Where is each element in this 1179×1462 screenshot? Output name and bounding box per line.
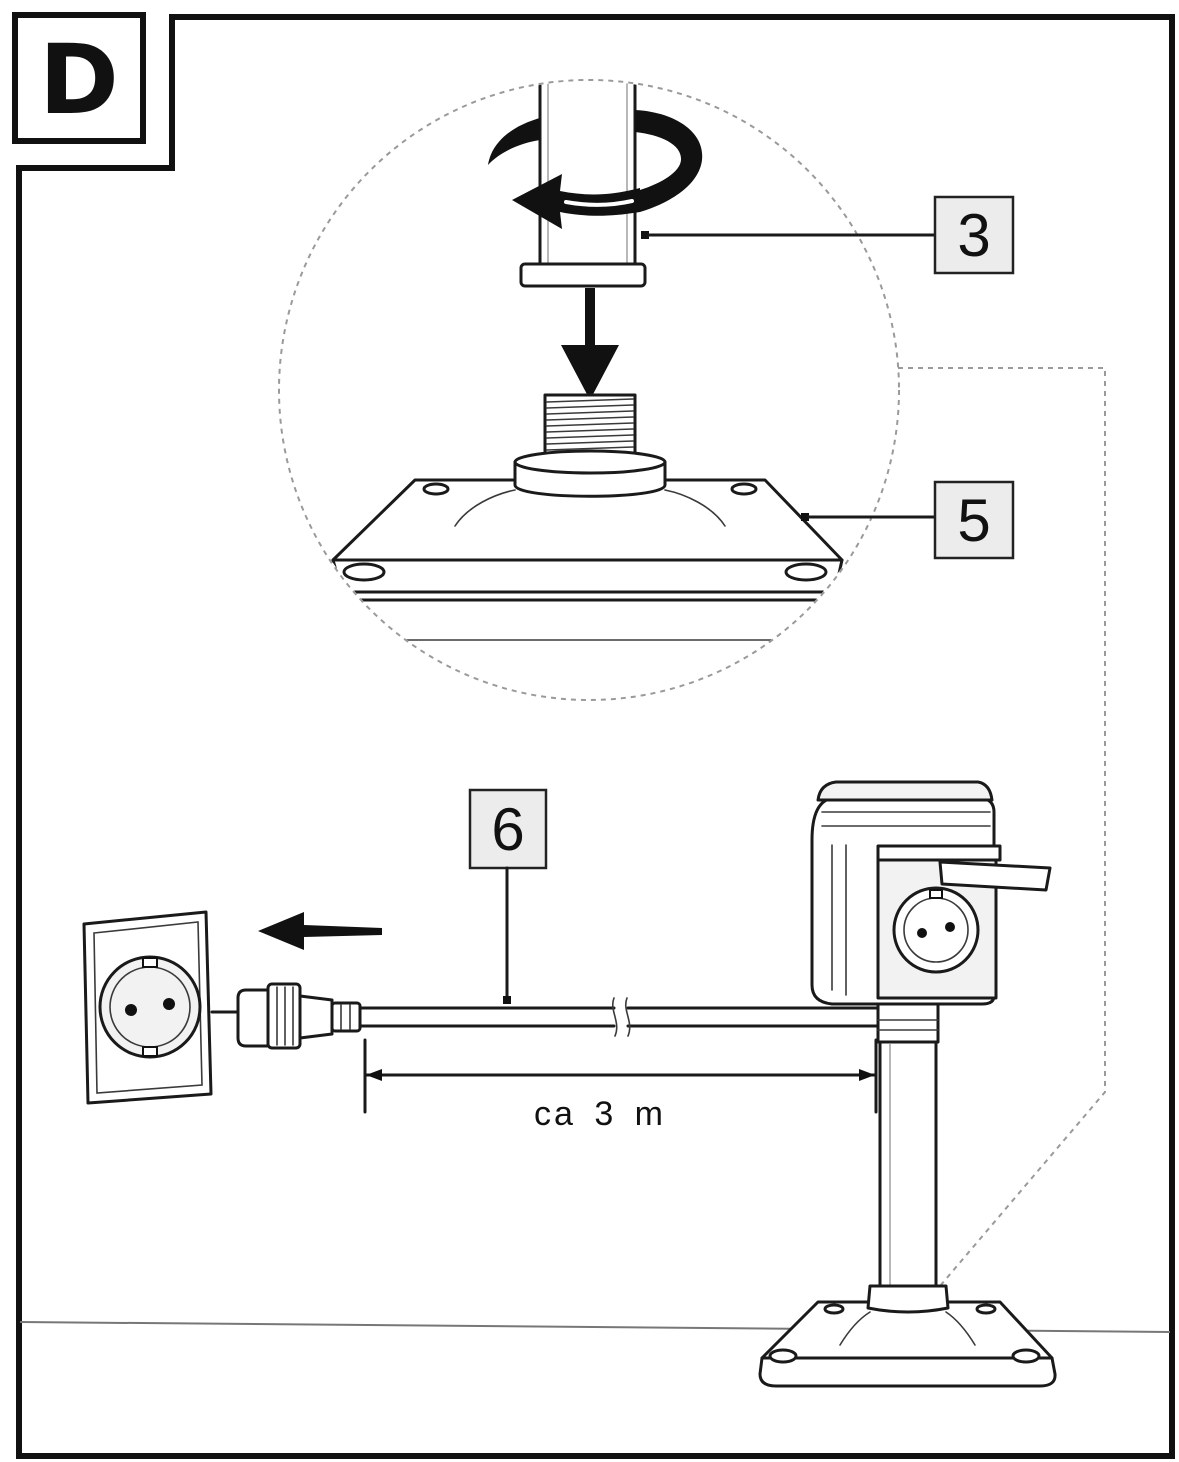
wall-socket-outlet (98, 955, 202, 1059)
callout-5-anchor (801, 513, 809, 521)
wall-socket-earth-clip-bottom (142, 1046, 158, 1057)
socket-box-hole-left (917, 928, 927, 938)
dimension-arrowhead-right (859, 1069, 875, 1081)
callout-3-label: 3 (957, 202, 990, 269)
post-base-slab (758, 1356, 1057, 1388)
rotate-arrow-icon (488, 110, 703, 229)
detail-pole (538, 81, 637, 268)
wall-socket-hole-left (125, 1004, 137, 1016)
plug-face (236, 988, 270, 1048)
wall-socket (82, 910, 213, 1105)
plug-strain-relief (330, 1001, 362, 1033)
down-arrow-icon (561, 288, 619, 400)
callout-6: 6 (468, 788, 548, 1004)
post-fitting-rings (877, 1019, 939, 1031)
detail-connector-dashed-line (898, 367, 1106, 1287)
post-base-hole-4 (975, 1303, 997, 1315)
rotate-arrow-back-right (635, 110, 703, 212)
post-base-collar (866, 1284, 950, 1314)
callout-5: 5 (801, 480, 1015, 560)
pole-collar (519, 262, 647, 288)
callout-3: 3 (641, 195, 1015, 275)
dimension-arrowhead-left (366, 1069, 382, 1081)
detail-magnifier-circle (278, 79, 900, 701)
rotate-arrow-front (512, 174, 640, 229)
panel-box-border (12, 12, 146, 144)
callout-6-label: 6 (491, 796, 524, 863)
post-base (758, 1284, 1057, 1388)
detail-base-ring-top (513, 449, 667, 475)
post-base-curve-right (945, 1311, 976, 1346)
post-base-curve-left (839, 1311, 871, 1346)
panel-label-box: D (12, 12, 146, 144)
plug-grip (266, 982, 302, 1050)
callout-3-anchor (641, 231, 649, 239)
length-dimension: ca 3 m (363, 1038, 878, 1133)
socket-box-lid (816, 780, 994, 802)
detail-base-curve-right (664, 489, 726, 527)
post-tube (878, 1038, 938, 1294)
post-base-hole-2 (1011, 1348, 1041, 1364)
wall-socket-earth-clip-top (142, 957, 158, 968)
socket-box-side-ribs (831, 844, 847, 996)
plug-strain-relief-ribs (340, 1004, 351, 1030)
plug-body (298, 994, 334, 1040)
threads (546, 398, 634, 457)
callout-5-label: 5 (957, 487, 990, 554)
panel-label: D (39, 24, 119, 136)
cable-break-mark (612, 997, 631, 1037)
detail-base (298, 449, 882, 641)
socket-box-lid-ridges (821, 811, 991, 827)
rotate-arrow-back-left (488, 118, 540, 165)
detail-base-curve-left (454, 489, 516, 527)
detail-mount-hole-2 (730, 482, 758, 496)
cable-segment-left (358, 1006, 616, 1028)
detail-mount-hole-4 (784, 562, 828, 582)
detail-mount-hole-3 (342, 562, 386, 582)
post-top-fitting (876, 1000, 940, 1044)
detail-base-front-slab (331, 558, 844, 594)
post-base-hole-1 (768, 1348, 798, 1364)
callout-5-box (933, 480, 1015, 560)
socket-box-earth-clip (929, 889, 943, 899)
rotate-arrow-highlight (564, 199, 634, 207)
left-arrow-icon (258, 912, 382, 950)
socket-box-flap-open (938, 860, 1052, 892)
post-base-hole-3 (823, 1303, 845, 1315)
callout-3-box (933, 195, 1015, 275)
socket-post (876, 1000, 940, 1294)
dimension-label: ca 3 m (534, 1095, 666, 1133)
threaded-stub (543, 393, 637, 462)
wall-socket-hole-right (163, 998, 175, 1010)
callout-6-box (468, 788, 548, 870)
socket-box-hinge (876, 844, 1002, 862)
callout-6-anchor (503, 996, 511, 1004)
socket-box-hole-right (945, 922, 955, 932)
socket-box-outlet (892, 886, 980, 974)
outer-frame (16, 14, 1175, 1459)
power-cable (358, 997, 884, 1037)
outdoor-socket-box (810, 780, 1052, 1006)
power-plug (210, 982, 362, 1050)
cable-segment-right (626, 1006, 884, 1028)
pole-fill (540, 81, 635, 266)
detail-view (298, 81, 882, 641)
detail-mount-hole-1 (422, 482, 450, 496)
plug-grip-ribs (276, 986, 294, 1046)
wall-socket-inner-frame (93, 921, 203, 1094)
